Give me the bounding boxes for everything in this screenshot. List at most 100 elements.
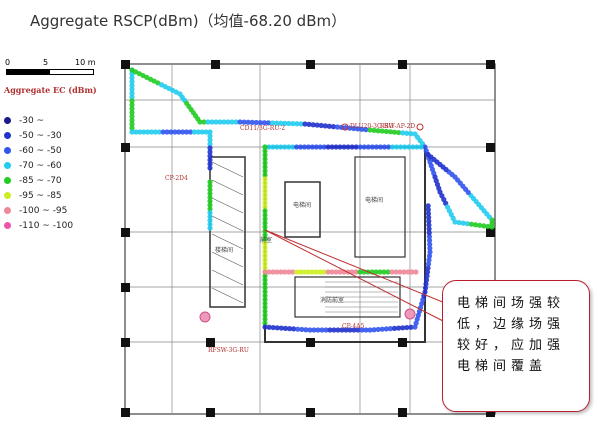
equipment-annotation: RFSW-3G-RU xyxy=(208,347,249,354)
building-structure xyxy=(121,60,496,417)
signal-sample-point xyxy=(325,144,331,150)
signal-sample-point xyxy=(426,234,432,240)
signal-sample-point xyxy=(406,144,412,150)
signal-sample-point xyxy=(262,208,268,214)
equipment-annotation: DLU20-3G-RU xyxy=(350,123,394,130)
legend-title: Aggregate EC (dBm) xyxy=(4,85,97,95)
signal-sample-point xyxy=(373,269,379,275)
map-title: Aggregate RSCP(dBm)（均值-68.20 dBm） xyxy=(30,12,347,30)
signal-sample-point xyxy=(205,119,211,125)
legend-swatch xyxy=(4,177,11,184)
signal-sample-point xyxy=(425,261,432,267)
signal-sample-point xyxy=(321,144,327,150)
stair-hatch xyxy=(211,215,244,232)
structural-column xyxy=(206,338,215,347)
signal-sample-point xyxy=(427,245,433,251)
signal-sample-point xyxy=(427,249,433,255)
signal-sample-point xyxy=(389,269,395,275)
signal-sample-point xyxy=(129,121,135,127)
structural-column xyxy=(121,60,130,69)
signal-sample-point xyxy=(207,161,213,167)
signal-sample-point xyxy=(303,327,309,333)
structural-column xyxy=(121,283,130,292)
signal-sample-point xyxy=(266,324,272,330)
signal-sample-point xyxy=(290,269,296,275)
signal-sample-point xyxy=(152,129,158,135)
signal-sample-point xyxy=(460,220,466,226)
signal-sample-point xyxy=(225,119,231,125)
signal-sample-point xyxy=(330,124,337,130)
signal-sample-point xyxy=(375,326,381,333)
signal-sample-point xyxy=(207,149,213,155)
signal-sample-point xyxy=(209,119,215,125)
signal-sample-point xyxy=(422,285,429,291)
signal-sample-point xyxy=(307,327,313,333)
signal-sample-point xyxy=(373,144,380,150)
signal-sample-point xyxy=(262,320,268,326)
signal-sample-point xyxy=(367,327,373,333)
signal-sample-point xyxy=(262,144,268,150)
signal-sample-point xyxy=(207,179,213,185)
signal-sample-point xyxy=(262,228,268,234)
signal-sample-point xyxy=(301,269,308,275)
signal-sample-point xyxy=(425,151,431,158)
signal-sample-point xyxy=(414,144,420,150)
signal-sample-point xyxy=(404,130,410,136)
callout-pointer-line-2 xyxy=(264,229,446,323)
signal-sample-point xyxy=(425,265,431,271)
signal-sample-point xyxy=(472,222,479,228)
legend-label: -50 ~ -30 xyxy=(19,130,62,141)
signal-sample-point xyxy=(262,304,268,310)
signal-sample-point xyxy=(329,269,335,275)
equipment-annotation: CD11/3G-RU-2 xyxy=(240,125,285,132)
signal-sample-point xyxy=(317,144,323,150)
signal-sample-point xyxy=(427,241,433,247)
structural-column xyxy=(121,228,130,237)
legend-item: -50 ~ -30 xyxy=(4,128,114,143)
equipment-annotation: RSW-AP-2D xyxy=(380,123,415,130)
signal-sample-point xyxy=(291,326,297,332)
signal-sample-point xyxy=(262,164,268,170)
measurement-track xyxy=(129,67,495,333)
signal-sample-point xyxy=(301,144,308,150)
signal-sample-point xyxy=(468,221,475,227)
signal-sample-point xyxy=(148,129,155,135)
core-wall xyxy=(264,146,426,343)
signal-sample-point xyxy=(405,269,411,275)
signal-sample-point xyxy=(311,327,317,333)
legend-swatch xyxy=(4,192,11,199)
signal-sample-point xyxy=(383,128,389,135)
signal-sample-point xyxy=(423,277,430,283)
signal-sample-point xyxy=(262,236,268,242)
signal-sample-point xyxy=(426,253,433,259)
signal-sample-point xyxy=(349,144,355,150)
stair-hatch xyxy=(211,251,244,268)
signal-sample-point xyxy=(262,216,268,222)
signal-sample-point xyxy=(266,144,272,150)
signal-legend: -30 ~-50 ~ -30-60 ~ -50-70 ~ -60-85 ~ -7… xyxy=(4,113,114,233)
structural-column xyxy=(306,338,315,347)
signal-sample-point xyxy=(129,90,135,96)
signal-sample-point xyxy=(309,269,315,275)
signal-sample-point xyxy=(369,144,375,150)
signal-sample-point xyxy=(393,269,399,275)
signal-sample-point xyxy=(337,144,343,150)
signal-sample-point xyxy=(262,204,268,210)
signal-sample-point xyxy=(262,257,268,263)
signal-sample-point xyxy=(343,327,349,333)
signal-sample-point xyxy=(213,119,219,125)
signal-sample-point xyxy=(262,281,268,287)
signal-sample-point xyxy=(302,121,308,127)
signal-sample-point xyxy=(329,144,335,150)
stair-hatch xyxy=(211,287,244,304)
callout-text-line: 电梯间场强较 xyxy=(457,296,566,311)
signal-sample-point xyxy=(408,131,414,137)
signal-sample-point xyxy=(353,269,359,275)
signal-sample-point xyxy=(262,300,268,307)
signal-sample-point xyxy=(129,129,135,135)
signal-sample-point xyxy=(207,206,213,212)
signal-sample-point xyxy=(351,125,357,132)
signal-sample-point xyxy=(319,327,325,333)
legend-label: -30 ~ xyxy=(19,115,45,126)
